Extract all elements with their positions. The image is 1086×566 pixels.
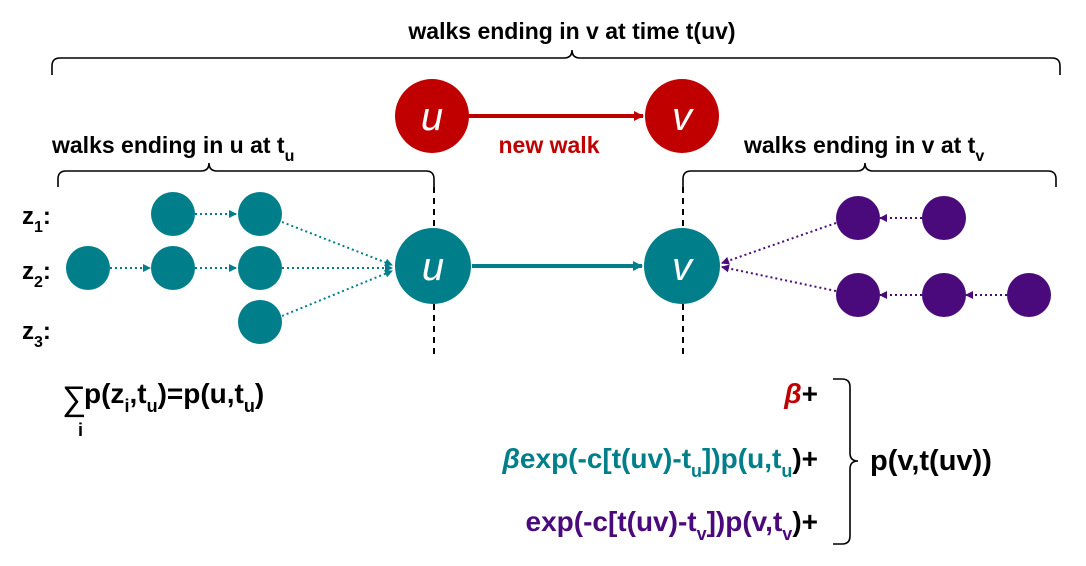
right-walk-edge: [721, 264, 837, 292]
main-u-label: u: [422, 245, 444, 289]
walk-node-v-a-step0: [922, 196, 966, 240]
sum-symbol: ∑: [62, 380, 86, 418]
left-walk-edge: [281, 269, 393, 317]
right-brace-label-sub: v: [975, 148, 984, 165]
left-brace: [57, 162, 435, 187]
z2-label: z2:: [22, 258, 51, 291]
formula-line-teal: βexp(-c[t(uv)-tu])p(u,tu)+: [502, 443, 818, 481]
walk-node-z2-step0: [66, 246, 110, 290]
walk-node-z1-step2: [238, 192, 282, 236]
new-walk-u-label: u: [421, 95, 443, 139]
formula-line-beta: β+: [783, 378, 818, 409]
walk-node-v-a-step1: [836, 196, 880, 240]
walk-node-v-b-step1: [922, 273, 966, 317]
walk-node-v-b-step0: [1007, 273, 1051, 317]
main-v-label: v: [672, 245, 694, 289]
walk-node-z2-step1: [151, 246, 195, 290]
z3-label: z3:: [22, 318, 51, 351]
top-brace-label: walks ending in v at time t(uv): [407, 18, 735, 44]
right-brace: [682, 162, 1057, 187]
sum-formula: p(zi,tu)=p(u,tu): [84, 378, 264, 416]
new-walk-v-node: [645, 79, 719, 153]
z1-label: z1:: [22, 203, 51, 236]
left-walk-edge: [281, 221, 393, 267]
right-walk-edge: [721, 222, 837, 265]
walk-node-z3-step2: [238, 300, 282, 344]
left-brace-label: walks ending in u at tu: [51, 132, 294, 165]
walk-node-z2-step2: [238, 246, 282, 290]
left-brace-label-sub: u: [285, 148, 295, 165]
main-v-node: [644, 228, 720, 304]
walk-node-z1-step1: [151, 192, 195, 236]
new-walk-u-node: [395, 79, 469, 153]
top-brace: [51, 49, 1061, 75]
formula-brace: [833, 378, 859, 545]
walk-node-v-b-step2: [836, 273, 880, 317]
sum-index: i: [78, 420, 83, 440]
new-walk-label: new walk: [499, 132, 600, 158]
new-walk-v-label: v: [672, 95, 694, 139]
formula-result: p(v,t(uv)): [870, 445, 992, 477]
formula-line-purple: exp(-c[t(uv)-tv])p(v,tv)+: [526, 506, 819, 544]
right-brace-label: walks ending in v at tv: [743, 132, 984, 165]
main-u-node: [395, 228, 471, 304]
